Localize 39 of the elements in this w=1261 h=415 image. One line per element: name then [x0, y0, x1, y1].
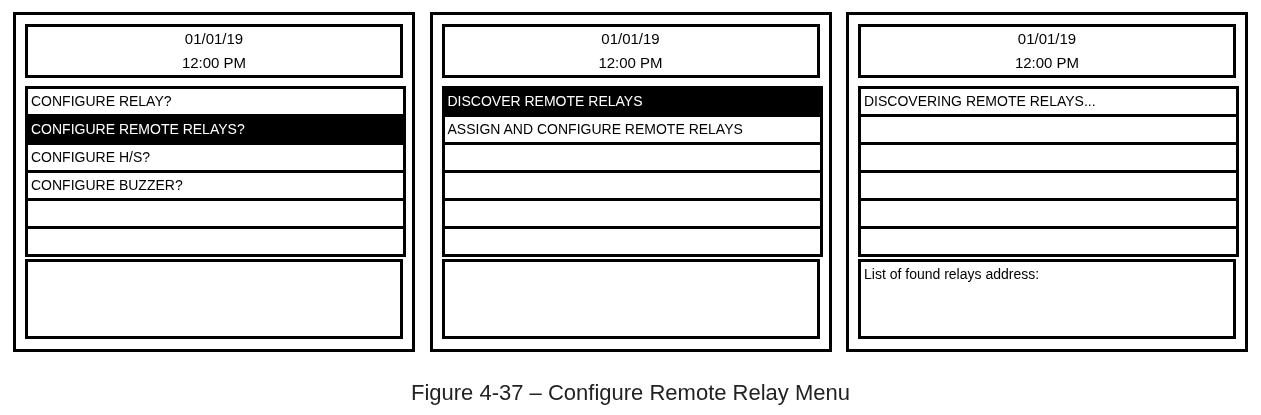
- screen-text: 12:00 PM: [598, 53, 663, 73]
- menu-row: [858, 86, 1239, 117]
- menu-row: [25, 142, 406, 173]
- screen-text: DISCOVERING REMOTE RELAYS...: [864, 92, 1096, 111]
- menu-row: [858, 114, 1239, 145]
- header-box: [858, 24, 1236, 78]
- screen-text: ASSIGN AND CONFIGURE REMOTE RELAYS: [447, 120, 743, 139]
- screen-text: 01/01/19: [1017, 29, 1077, 49]
- menu-row: [441, 226, 823, 257]
- screen-text: 01/01/19: [601, 29, 660, 49]
- screen-text: 12:00 PM: [181, 53, 247, 73]
- screen-text: 01/01/19: [184, 29, 244, 49]
- menu-row: [858, 198, 1239, 229]
- message-box: [25, 259, 403, 339]
- menu-row: [25, 170, 406, 201]
- menu-row: [441, 198, 823, 229]
- message-box: [441, 259, 820, 339]
- screen-text: DISCOVER REMOTE RELAYS: [447, 92, 643, 111]
- screen-text: CONFIGURE RELAY?: [31, 92, 172, 111]
- screen-panel: [429, 12, 832, 352]
- screen-text: List of found relays address:: [864, 266, 1040, 282]
- screen-text: 12:00 PM: [1014, 53, 1080, 73]
- screen-text: CONFIGURE REMOTE RELAYS?: [31, 120, 245, 139]
- menu-row: [25, 198, 406, 229]
- screen-panel: [846, 12, 1248, 352]
- screen-panel: [13, 12, 415, 352]
- header-box: [25, 24, 403, 78]
- screen-text: CONFIGURE BUZZER?: [31, 176, 183, 195]
- menu-row: [858, 226, 1239, 257]
- menu-row: [441, 114, 823, 145]
- menu-row: [441, 170, 823, 201]
- menu-row: [858, 170, 1239, 201]
- menu-row: [25, 226, 406, 257]
- menu-row: [441, 142, 823, 173]
- message-box: [858, 259, 1236, 339]
- figure-caption: Figure 4-37 – Configure Remote Relay Menu: [411, 380, 850, 406]
- menu-row: [858, 142, 1239, 173]
- screen-text: CONFIGURE H/S?: [31, 148, 150, 167]
- header-box: [441, 24, 820, 78]
